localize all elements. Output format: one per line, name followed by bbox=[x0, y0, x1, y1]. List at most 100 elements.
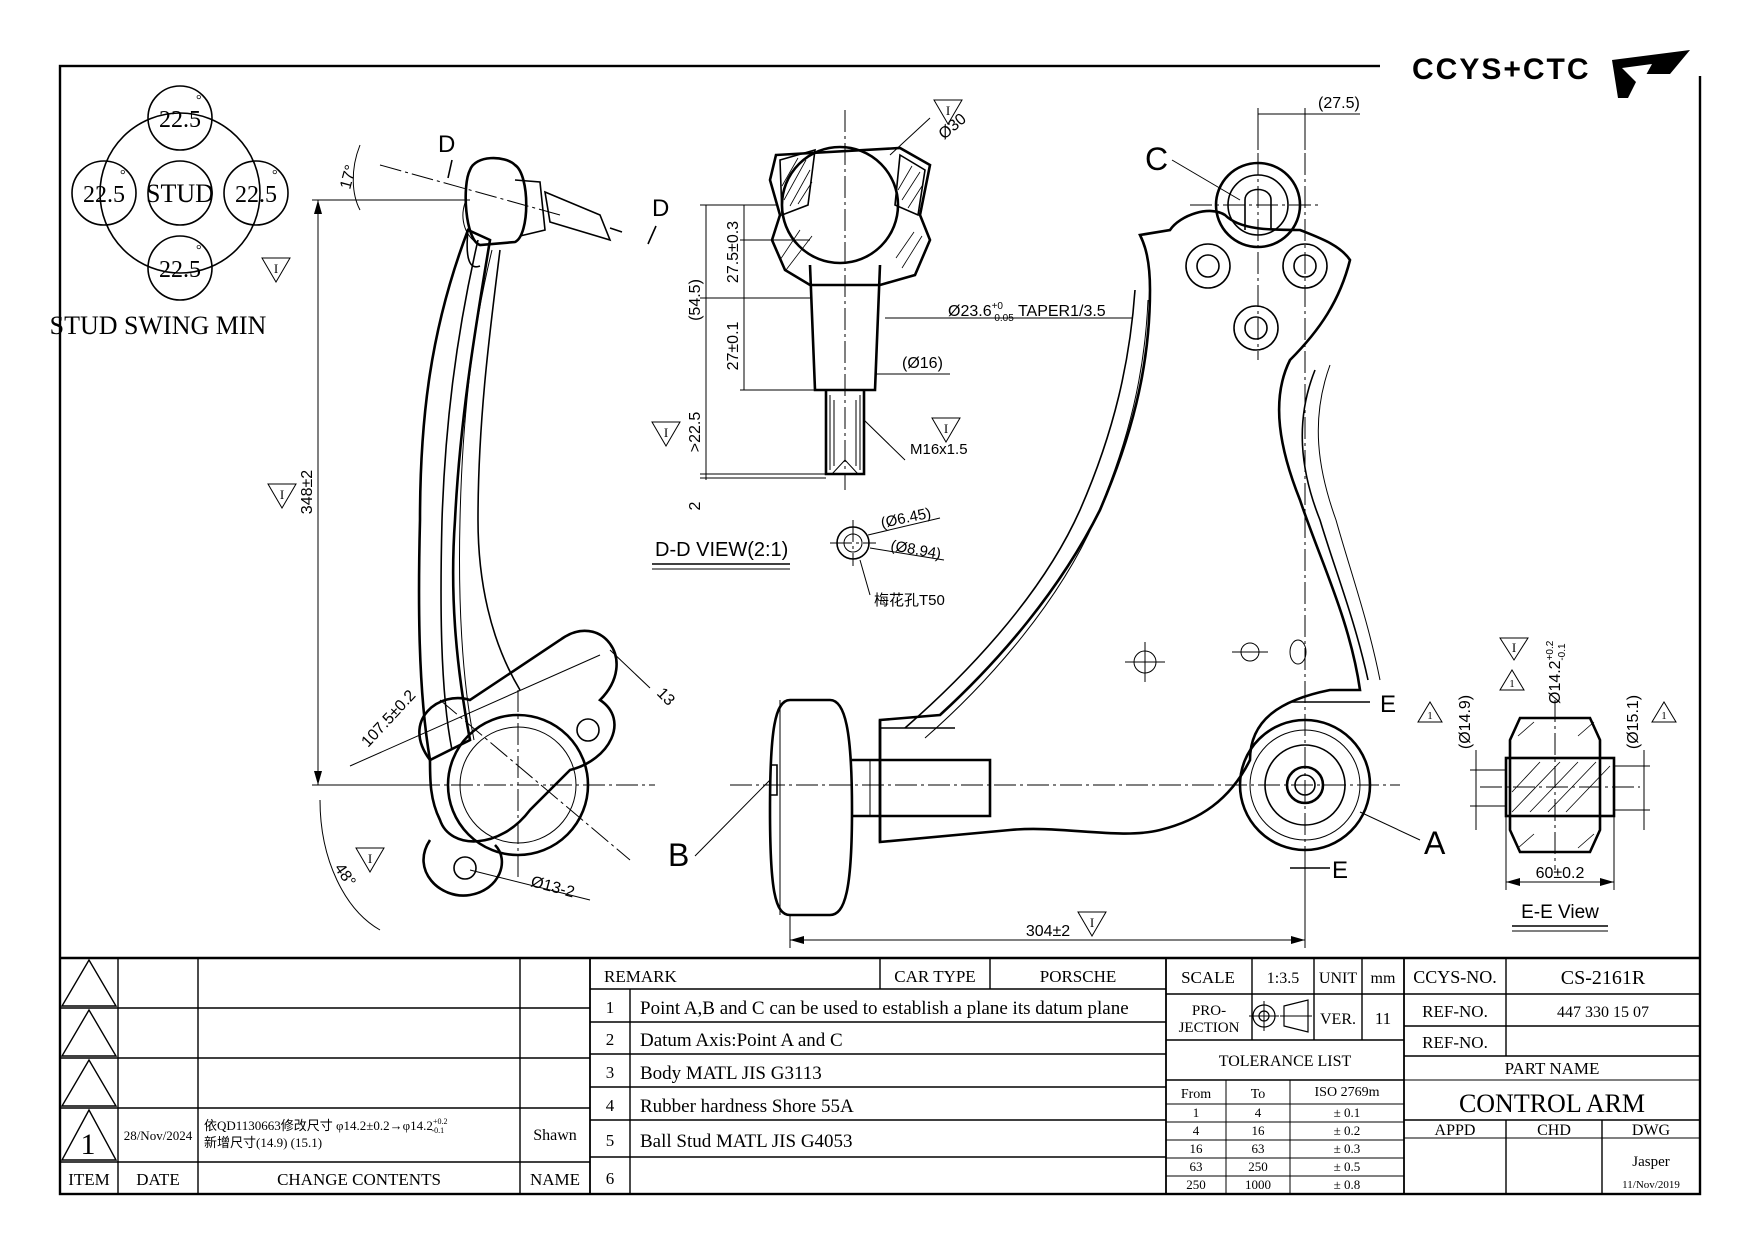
tolerance-value: ± 0.5 bbox=[1334, 1159, 1361, 1174]
feature-mark: I bbox=[368, 851, 372, 866]
remark-text: Point A,B and C can be used to establish… bbox=[640, 998, 1129, 1019]
section-d-right: D bbox=[652, 195, 669, 222]
dim-27-low: 27±0.1 bbox=[725, 321, 742, 370]
revision-table: 1 28/Nov/2024 依QD1130663修改尺寸 φ14.2±0.2→φ… bbox=[68, 1117, 580, 1189]
remark-no: 3 bbox=[606, 1063, 615, 1082]
header-change-contents: CHANGE CONTENTS bbox=[277, 1170, 441, 1189]
degree-mark: ° bbox=[196, 93, 202, 108]
dwg-label: DWG bbox=[1632, 1122, 1671, 1139]
appd-label: APPD bbox=[1435, 1122, 1476, 1139]
revision-item: 1 bbox=[81, 1128, 96, 1161]
ref-no-value: 447 330 15 07 bbox=[1557, 1004, 1649, 1021]
projection-label: JECTION bbox=[1179, 1020, 1240, 1036]
dia-14-2: Ø14.2+0.2-0.1 bbox=[1545, 640, 1568, 704]
remark-no: 1 bbox=[606, 998, 615, 1017]
remark-text: Ball Stud MATL JIS G4053 bbox=[640, 1131, 853, 1152]
feature-mark: I bbox=[1090, 915, 1094, 930]
dim-48-deg: 48° bbox=[331, 861, 359, 891]
taper-value: Ø23.6 bbox=[948, 303, 992, 320]
revision-triangle-num: 1 bbox=[1661, 710, 1667, 722]
hole-13-2: Ø13-2 bbox=[529, 873, 576, 901]
feature-mark: I bbox=[944, 421, 948, 436]
dia-14-9: (Ø14.9) bbox=[1457, 695, 1474, 749]
dim-13: 13 bbox=[653, 685, 678, 710]
revision-contents-text: 依QD1130663修改尺寸 φ14.2±0.2→φ14.2 bbox=[204, 1118, 433, 1133]
remark-text: Datum Axis:Point A and C bbox=[640, 1030, 843, 1051]
ball-stud-section: (54.5) 27.5±0.3 27±0.1 >22.5 2 I Ø30 I Ø… bbox=[651, 99, 1132, 510]
taper-sub: -0.05 bbox=[991, 313, 1014, 324]
ref-no-label: REF-NO. bbox=[1422, 1002, 1488, 1021]
unit-label: UNIT bbox=[1319, 970, 1357, 987]
revision-name: Shawn bbox=[533, 1127, 577, 1144]
tolerance-title: TOLERANCE LIST bbox=[1219, 1053, 1352, 1070]
tolerance-value: ± 0.1 bbox=[1334, 1105, 1361, 1120]
remark-no: 4 bbox=[606, 1096, 615, 1115]
dim-304: 304±2 bbox=[1026, 923, 1070, 940]
swing-angle-top: 22.5 bbox=[159, 107, 201, 133]
feature-mark: I bbox=[946, 103, 950, 118]
taper-tail: TAPER1/3.5 bbox=[1014, 303, 1106, 320]
revision-contents-line1: 依QD1130663修改尺寸 φ14.2±0.2→φ14.2+0.2-0.1 bbox=[204, 1117, 447, 1135]
remark-no: 2 bbox=[606, 1030, 615, 1049]
dim-17-deg: 17° bbox=[337, 163, 360, 191]
tolerance-header-from: From bbox=[1181, 1087, 1211, 1102]
feature-mark: I bbox=[274, 261, 278, 276]
section-e-top: E bbox=[1380, 691, 1396, 718]
remark-no: 6 bbox=[606, 1169, 615, 1188]
taper-sup: +0 bbox=[992, 301, 1004, 312]
scale-label: SCALE bbox=[1181, 968, 1235, 987]
dim-60: 60±0.2 bbox=[1536, 865, 1585, 882]
tolerance-to: 250 bbox=[1248, 1159, 1268, 1174]
logo-text: CCYS+CTC bbox=[1412, 53, 1591, 86]
revision-contents-sup: +0.2 bbox=[433, 1117, 448, 1126]
stud-label: STUD bbox=[146, 179, 214, 208]
plan-view: (27.5) C B A E E 304±2 I bbox=[668, 95, 1446, 948]
dia-16: (Ø16) bbox=[902, 355, 943, 372]
scale-block: SCALE 1:3.5 UNIT mm PRO- JECTION VER. 11… bbox=[1179, 968, 1396, 1192]
dim-2: 2 bbox=[687, 501, 704, 510]
tolerance-value: ± 0.3 bbox=[1334, 1141, 1361, 1156]
swing-angle-left: 22.5 bbox=[83, 182, 125, 208]
degree-mark: ° bbox=[272, 168, 278, 183]
tolerance-value: ± 0.8 bbox=[1334, 1177, 1361, 1192]
dia-14-2-sup: +0.2 bbox=[1545, 640, 1556, 660]
torx-note: 梅花孔T50 bbox=[874, 592, 945, 609]
sheet-frame bbox=[58, 58, 1710, 1196]
section-e-bottom: E bbox=[1332, 857, 1348, 884]
stud-swing-title: STUD SWING MIN bbox=[50, 311, 267, 340]
thread-spec: M16x1.5 bbox=[910, 441, 968, 458]
dd-view-title: D-D VIEW(2:1) bbox=[655, 539, 788, 561]
remark-text: Rubber hardness Shore 55A bbox=[640, 1096, 854, 1117]
revision-contents-sub: -0.1 bbox=[431, 1126, 444, 1135]
chd-label: CHD bbox=[1537, 1122, 1571, 1139]
dim-348: 348±2 bbox=[299, 470, 316, 514]
dia-14-2-sub: -0.1 bbox=[1557, 643, 1568, 661]
ee-view-title: E-E View bbox=[1521, 902, 1599, 923]
ver-label: VER. bbox=[1320, 1011, 1356, 1028]
ee-view: 60±0.2 E-E View (Ø14.9) Ø14.2+0.2-0.1 (Ø… bbox=[1417, 637, 1677, 932]
label-c: C bbox=[1145, 141, 1168, 177]
ccys-ctc-logo: CCYS+CTC bbox=[1412, 50, 1690, 98]
stud-swing-diagram: STUD 22.5 22.5 22.5 22.5 ° ° ° ° STUD SW… bbox=[50, 85, 291, 340]
tolerance-from: 250 bbox=[1186, 1177, 1206, 1192]
revision-contents-line2: 新增尺寸(14.9) (15.1) bbox=[204, 1135, 322, 1150]
side-view: 348±2 I 17° D D 107.5±0.2 13 48° I Ø13-2 bbox=[267, 131, 678, 931]
revision-triangle-num: 1 bbox=[1427, 710, 1433, 722]
part-name-label: PART NAME bbox=[1505, 1059, 1600, 1078]
ccys-no-value: CS-2161R bbox=[1561, 967, 1646, 989]
swing-angle-bottom: 22.5 bbox=[159, 257, 201, 283]
taper-dim: Ø23.6+0-0.05 TAPER1/3.5 bbox=[948, 301, 1106, 324]
car-type-value: PORSCHE bbox=[1040, 967, 1117, 986]
dim-54: (54.5) bbox=[687, 279, 704, 321]
degree-mark: ° bbox=[196, 243, 202, 258]
ver-value: 11 bbox=[1375, 1009, 1391, 1028]
ref-no-label-2: REF-NO. bbox=[1422, 1033, 1488, 1052]
tolerance-rows: 1 4 ± 0.1 4 16 ± 0.2 16 63 ± 0.3 63 250 … bbox=[1186, 1105, 1360, 1192]
header-name: NAME bbox=[530, 1170, 580, 1189]
drawn-by: Jasper bbox=[1632, 1154, 1670, 1170]
ccys-no-label: CCYS-NO. bbox=[1413, 967, 1497, 987]
tolerance-from: 16 bbox=[1190, 1141, 1204, 1156]
remark-header: REMARK bbox=[604, 967, 677, 986]
drawn-date: 11/Nov/2019 bbox=[1622, 1179, 1680, 1191]
swing-angle-right: 22.5 bbox=[235, 182, 277, 208]
